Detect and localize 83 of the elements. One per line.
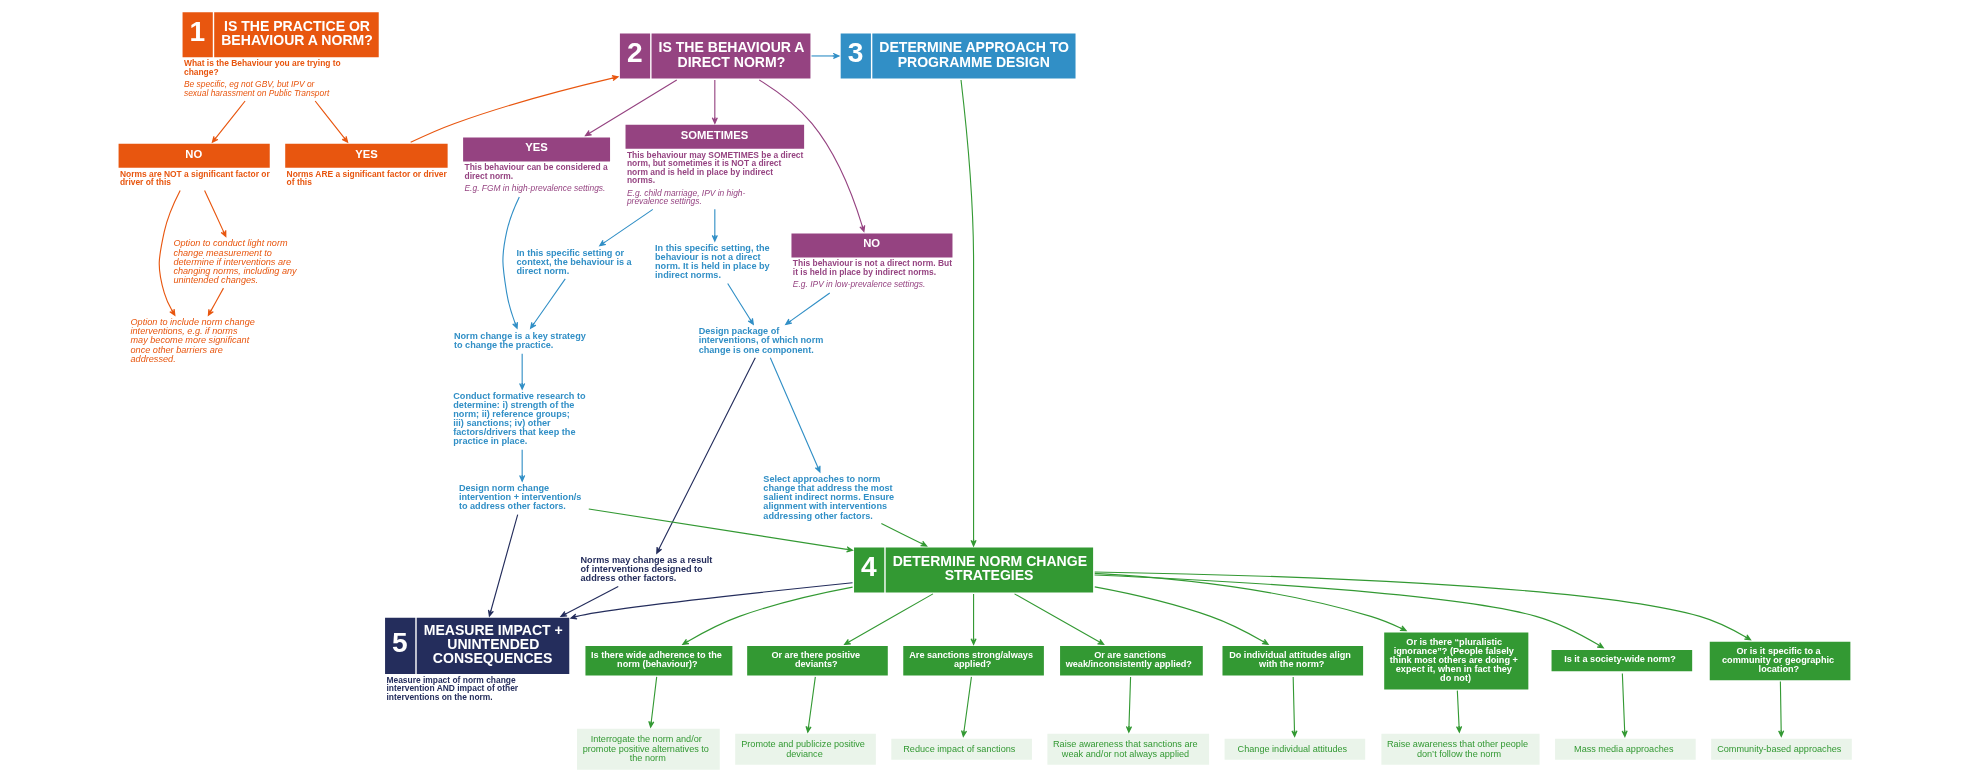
node-box: Community-based approaches <box>1711 738 1852 760</box>
arrow <box>207 287 225 316</box>
arrow <box>758 79 866 233</box>
arrow <box>844 593 934 645</box>
arrow <box>1778 681 1785 738</box>
arrow <box>960 676 972 737</box>
node-label: Norms are NOT a significant factor or driver of this <box>119 168 270 188</box>
arrow <box>1125 676 1133 733</box>
arrow <box>1094 571 1752 641</box>
node-box: NO <box>791 233 953 258</box>
node-box: Reduce impact of sanctions <box>891 738 1032 760</box>
arrow <box>682 586 854 645</box>
node-box: Change individual attitudes <box>1224 738 1366 760</box>
arrow <box>570 582 854 620</box>
node-box: Is it a society-wide norm? <box>1551 650 1693 672</box>
node-label: This behaviour can be considered a direct norm. <box>464 162 608 181</box>
node-box: Raise awareness that sanctions are weak and/or not always applied <box>1047 733 1210 765</box>
node-box: YES <box>463 137 611 162</box>
arrow <box>727 283 754 325</box>
arrow <box>560 585 619 617</box>
node-box: Do individual attitudes align with the norm? <box>1222 645 1364 676</box>
arrow <box>519 353 526 390</box>
node-text: Select approaches to norm change that address the most salient indirect norms. Ensure alignment with interventions addressing other factors. <box>763 473 895 521</box>
arrow <box>519 449 526 482</box>
node-label: E.g. IPV in low-prevalence settings. <box>792 279 926 290</box>
node-box: Are sanctions strong/always applied? <box>903 645 1044 676</box>
arrow <box>656 357 756 554</box>
node-label: This behaviour is not a direct norm. But it is held in place by indirect norms. <box>792 258 952 277</box>
arrow <box>314 100 349 143</box>
arrow <box>805 676 816 733</box>
node-box: YES <box>285 143 448 168</box>
node-label: This behaviour may SOMETIMES be a direct norm, but sometimes it is NOT a direct norm and is held in place by indirect norms. <box>626 149 804 185</box>
node-box: Interrogate the norm and/or promote positive alternatives to the norm <box>577 728 720 770</box>
arrow <box>970 593 977 645</box>
node-text: Option to include norm change interventions, e.g. if norms may become more significant once other barriers are addressed. <box>130 317 255 364</box>
node-text: Option to conduct light norm change measurement to determine if interventions are changing norms, including any unintended changes. <box>173 238 297 285</box>
node-box: Or is it specific to a community or geographic location? <box>1709 641 1851 681</box>
node-box: Or are there positive deviants? <box>747 645 888 676</box>
arrow <box>487 514 519 617</box>
arrow <box>584 79 678 137</box>
node-box: Or are sanctions weak/inconsistently applied? <box>1060 645 1203 676</box>
arrow <box>1094 572 1407 632</box>
arrow <box>502 196 520 329</box>
node-text: Norm change is a key strategy to change the practice. <box>453 330 586 350</box>
arrow <box>648 676 658 728</box>
arrow <box>530 278 566 329</box>
node-box: Mass media approaches <box>1555 738 1696 760</box>
node-label: E.g. child marriage, IPV in high-prevalence settings. <box>626 187 746 207</box>
node-box: Or is there “pluralistic ignorance”? (People falsely think most others are doing + expect it, when in fact they do not) <box>1384 632 1529 690</box>
node-box: Promote and publicize positive deviance <box>735 733 876 765</box>
arrow <box>880 523 928 547</box>
node-text: Norms may change as a result of interventions designed to address other factors. <box>580 555 713 584</box>
arrow <box>960 79 977 547</box>
node-label: Norms ARE a significant factor or driver of this <box>286 168 447 188</box>
node-box: SOMETIMES <box>625 124 805 149</box>
arrow <box>158 189 181 316</box>
node-text: In this specific setting, the behaviour is not a direct norm. It is held in place by indirect norms. <box>655 242 770 281</box>
arrow <box>1621 672 1628 738</box>
node-label: Be specific, eg not GBV, but IPV or sexual harassment on Public Transport <box>183 79 330 98</box>
arrow <box>1094 586 1269 645</box>
node-box: Raise awareness that other people don’t follow the norm <box>1381 733 1540 765</box>
arrow <box>410 75 619 143</box>
arrow <box>211 100 246 143</box>
arrow <box>599 208 654 247</box>
arrow <box>711 208 718 242</box>
node-text: Design package of interventions, of which norm change is one component. <box>698 326 824 355</box>
arrow <box>1014 593 1105 645</box>
node-box: Is there wide adherence to the norm (behaviour)? <box>585 645 733 676</box>
arrow <box>785 292 831 325</box>
node-text: Design norm change intervention + intervention/s to address other factors. <box>458 483 582 512</box>
arrow <box>1291 676 1298 737</box>
node-text: Conduct formative research to determine: i) strength of the norm; ii) reference groups; iii) sanctions; iv) other factors/drivers that keep the practice in place. <box>453 390 586 447</box>
arrow <box>1093 574 1604 649</box>
arrow <box>769 357 821 473</box>
node-box: NO <box>118 143 270 168</box>
node-text: In this specific setting or context, the behaviour is a direct norm. <box>516 247 632 276</box>
node-label: E.g. FGM in high-prevalence settings. <box>464 183 606 194</box>
arrow <box>711 79 718 124</box>
arrow <box>810 52 840 60</box>
node-label: What is the Behaviour you are trying to change? <box>183 58 341 77</box>
arrow <box>588 508 854 553</box>
node-label: Measure impact of norm change intervention AND impact of other interventions on the norm. <box>386 674 519 702</box>
arrow <box>1456 690 1463 733</box>
